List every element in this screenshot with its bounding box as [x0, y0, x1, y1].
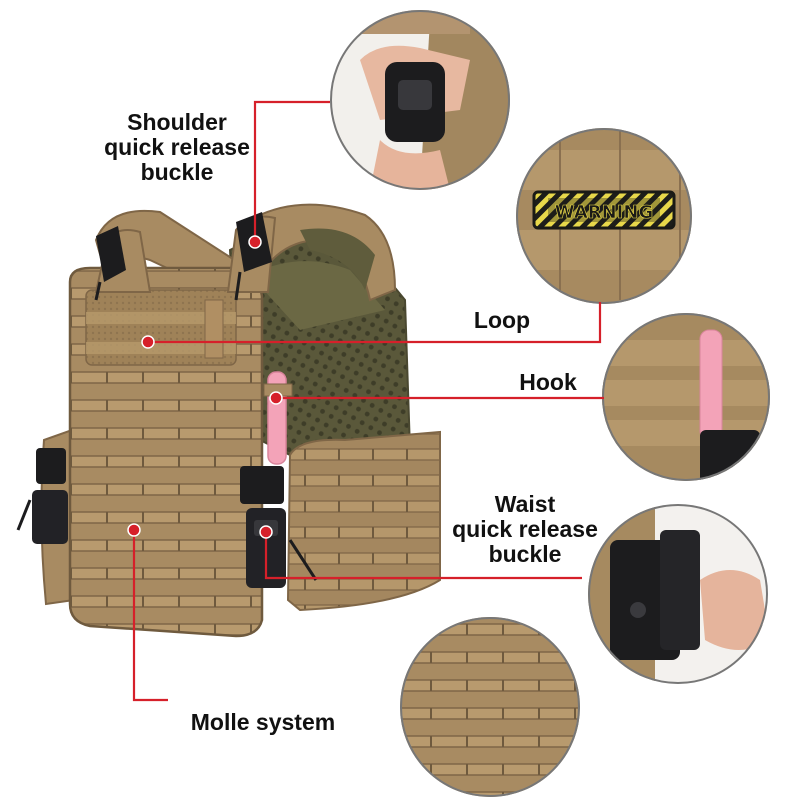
label-waist-quick-release-buckle: Waist quick release buckle — [452, 491, 598, 567]
leader-lines — [132, 100, 604, 702]
leader-dots — [127, 235, 283, 539]
label-molle-system: Molle system — [190, 709, 336, 735]
detail-hook — [602, 313, 770, 481]
plate-carrier — [16, 203, 441, 638]
label-loop: Loop — [473, 307, 531, 333]
label-hook: Hook — [519, 369, 577, 395]
waist-buckle-left — [16, 448, 68, 544]
detail-shoulder-buckle — [330, 10, 510, 190]
detail-molle — [400, 617, 580, 797]
warning-patch-text: WARNING — [555, 202, 653, 223]
detail-waist-buckle — [588, 504, 768, 684]
detail-loop-patch: WARNING — [516, 128, 692, 304]
label-shoulder-quick-release-buckle: Shoulder quick release buckle — [104, 109, 250, 185]
shoulder-buckle-left — [94, 226, 126, 301]
